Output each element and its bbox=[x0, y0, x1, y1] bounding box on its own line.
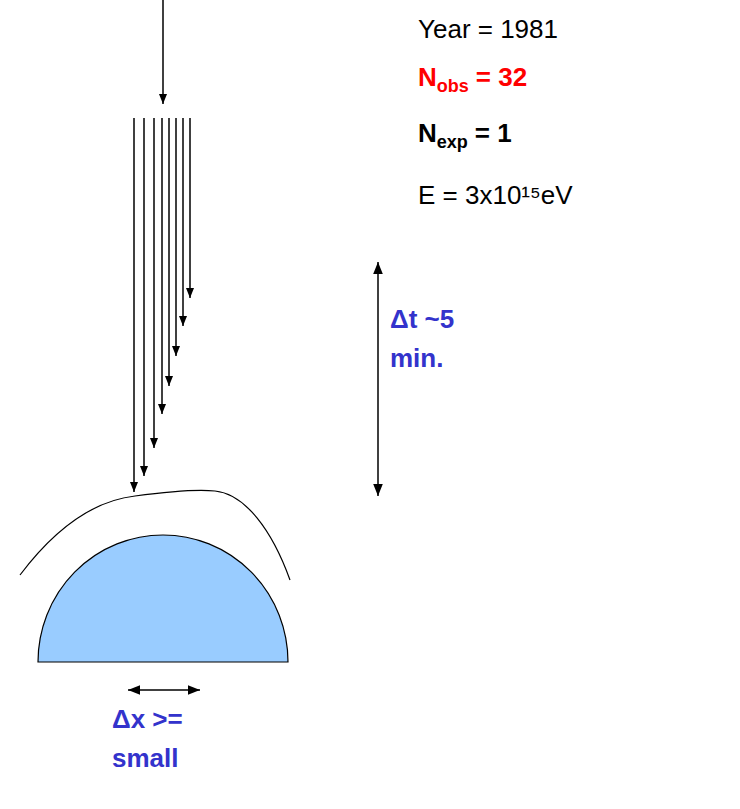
time-span-arrow bbox=[377, 262, 379, 496]
label-line: Δt ~5 min. bbox=[390, 300, 490, 378]
label-line: Nobs = 32 bbox=[418, 58, 527, 100]
subscript-label: exp bbox=[437, 132, 468, 152]
text-label: Δt ~5 min. bbox=[390, 304, 454, 373]
label-line: E = 3x10¹⁵eV bbox=[418, 176, 573, 215]
text-label: = 32 bbox=[476, 62, 527, 92]
text-label: N bbox=[418, 62, 437, 92]
text-label: E = 3x10¹⁵eV bbox=[418, 180, 573, 210]
label-line: Δx >= small bbox=[112, 700, 208, 778]
primary-ray bbox=[163, 0, 164, 104]
label-line: Year = 1981 bbox=[418, 10, 558, 49]
width-span-arrow bbox=[128, 689, 200, 691]
label-line: Nexp = 1 bbox=[418, 114, 512, 156]
earth-dome bbox=[38, 535, 288, 662]
text-label: N bbox=[418, 118, 437, 148]
text-label: Year = 1981 bbox=[418, 14, 558, 44]
subscript-label: obs bbox=[437, 76, 469, 96]
text-label: Δx >= small bbox=[112, 704, 183, 773]
shower-particles bbox=[134, 118, 190, 492]
text-label: = 1 bbox=[475, 118, 512, 148]
